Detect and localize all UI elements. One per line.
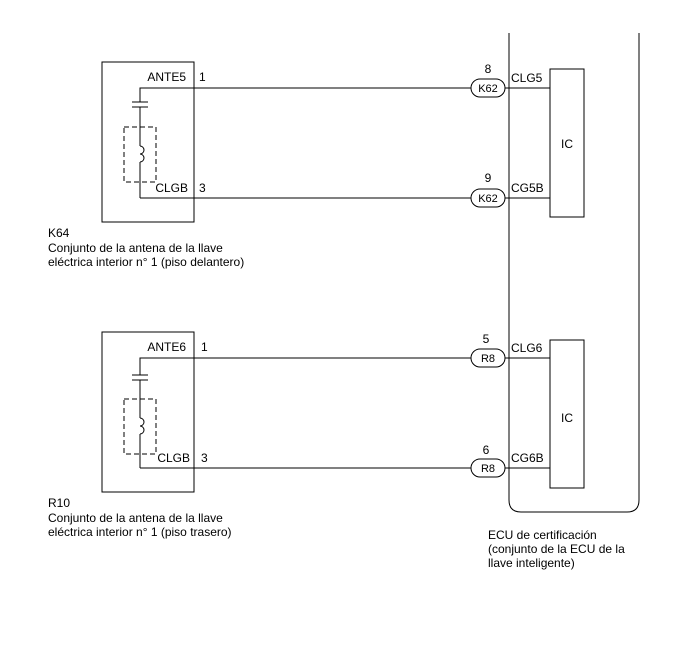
connector-k62-pin8-label: K62 xyxy=(478,83,498,95)
pin-number-5: 5 xyxy=(483,332,490,346)
ecu-name-line2: (conjunto de la ECU de la xyxy=(488,542,625,556)
signal-clg5: CLG5 xyxy=(511,71,543,85)
signal-cg6b: CG6B xyxy=(511,451,544,465)
antenna-rear-code: R10 xyxy=(48,496,70,510)
antenna-front-pin-top-label: ANTE5 xyxy=(147,70,186,84)
antenna-front-code: K64 xyxy=(48,226,70,240)
antenna-front-pin-bottom-number: 3 xyxy=(199,181,206,195)
ic-block-lower xyxy=(549,339,585,489)
antenna-rear-circuit xyxy=(123,357,194,469)
antenna-rear-name-line2: eléctrica interior n° 1 (piso trasero) xyxy=(48,525,232,539)
connector-pill-r8-pin5 xyxy=(470,348,506,368)
pin-number-6: 6 xyxy=(483,443,490,457)
ecu-name-line1: ECU de certificación xyxy=(488,528,597,542)
connector-pill-k62-pin9 xyxy=(470,188,506,208)
antenna-rear-name-line1: Conjunto de la antena de la llave xyxy=(48,511,223,525)
pin-number-9: 9 xyxy=(485,171,492,185)
antenna-rear-box xyxy=(101,331,195,493)
connector-r8-pin6-label: R8 xyxy=(481,463,495,475)
antenna-rear-pin-top-label: ANTE6 xyxy=(147,340,186,354)
antenna-rear-pin-bottom-label: CLGB xyxy=(157,451,190,465)
antenna-rear-pin-top-number: 1 xyxy=(201,340,208,354)
ecu-outline xyxy=(508,33,640,513)
antenna-front-name-line2: eléctrica interior n° 1 (piso delantero) xyxy=(48,255,244,269)
antenna-front-box xyxy=(101,61,195,223)
antenna-front-pin-top-number: 1 xyxy=(199,70,206,84)
connector-pill-r8-pin6 xyxy=(470,458,506,478)
connector-r8-pin5-label: R8 xyxy=(481,353,495,365)
connector-pill-k62-pin8 xyxy=(470,78,506,98)
antenna-rear-pin-bottom-number: 3 xyxy=(201,451,208,465)
ecu-name-line3: llave inteligente) xyxy=(488,556,575,570)
ic-block-upper xyxy=(549,68,585,218)
signal-clg6: CLG6 xyxy=(511,341,543,355)
signal-cg5b: CG5B xyxy=(511,181,544,195)
connector-k62-pin9-label: K62 xyxy=(478,193,498,205)
ic-upper-label: IC xyxy=(561,137,573,151)
pin-number-8: 8 xyxy=(485,62,492,76)
antenna-front-name-line1: Conjunto de la antena de la llave xyxy=(48,241,223,255)
ic-lower-label: IC xyxy=(561,411,573,425)
antenna-front-circuit xyxy=(123,87,194,199)
antenna-front-pin-bottom-label: CLGB xyxy=(155,181,188,195)
